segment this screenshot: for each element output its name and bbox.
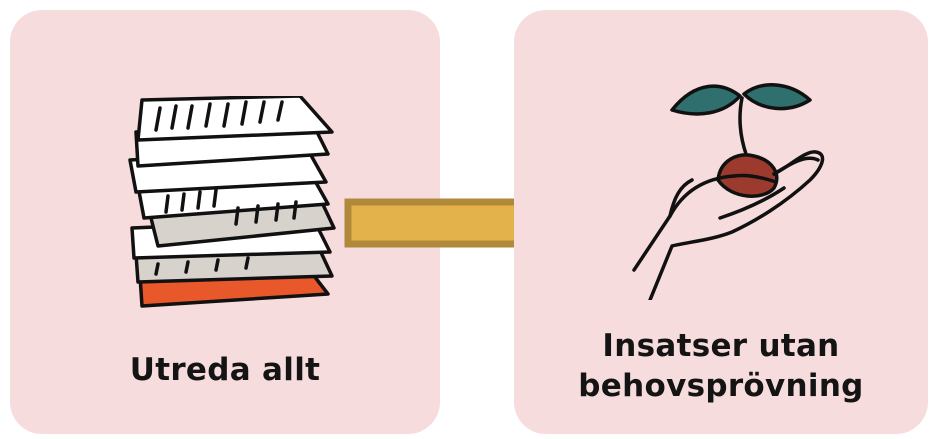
right-caption-line1: Insatser utan — [602, 328, 840, 364]
stack-of-papers-icon — [128, 96, 336, 308]
right-caption-line2: behovsprövning — [578, 368, 864, 404]
right-caption: Insatser utan behovsprövning — [514, 326, 928, 406]
left-caption: Utreda allt — [129, 352, 321, 388]
right-panel: Insatser utan behovsprövning — [514, 10, 928, 434]
hand-holding-seedling-icon — [632, 83, 825, 300]
